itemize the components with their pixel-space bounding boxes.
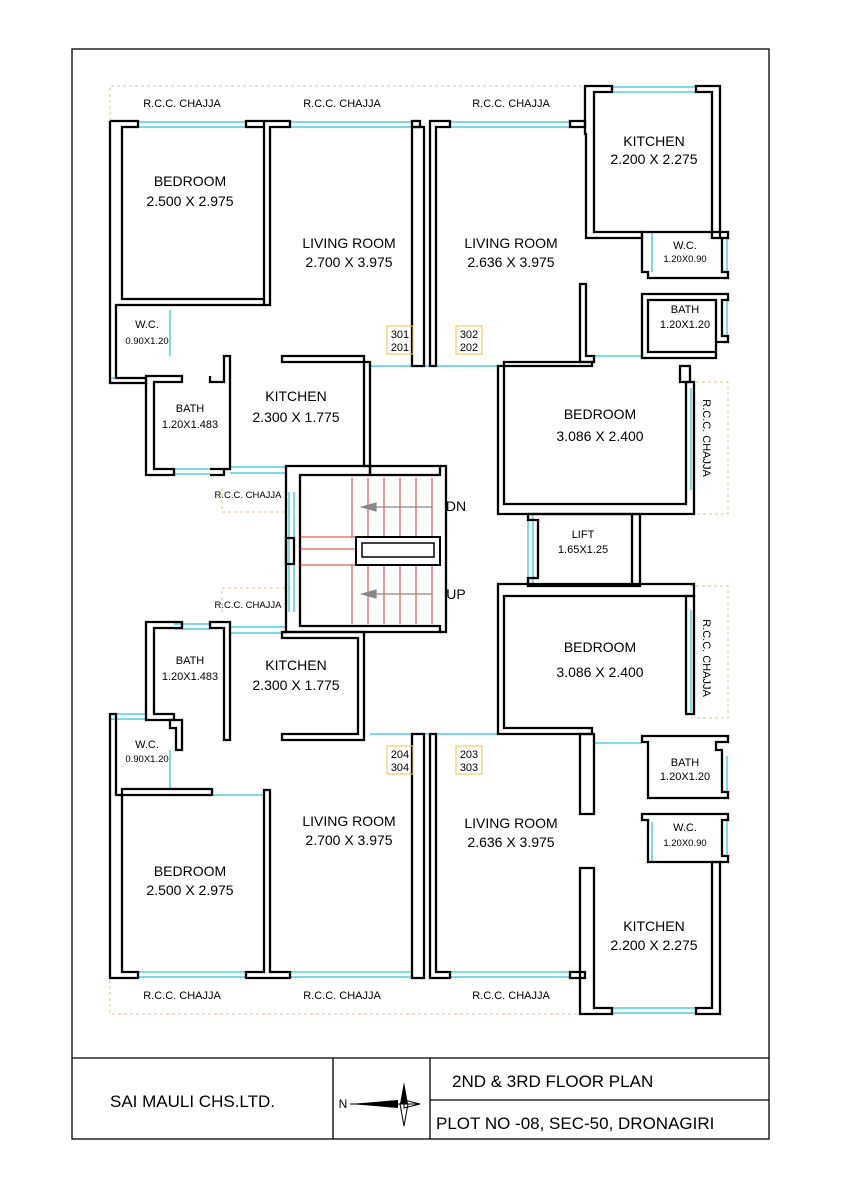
room-size: 1.20X0.90 [663,838,706,849]
chajja-label: R.C.C. CHAJJA [303,98,381,110]
room-size: 3.086 X 2.400 [556,428,643,444]
room-size: 2.700 X 3.975 [305,832,392,848]
north-label: N [339,1097,348,1111]
room-size: 0.90X1.20 [125,754,168,765]
room-name: BEDROOM [154,173,226,189]
room-size: 2.636 X 3.975 [467,834,554,850]
room-size: 1.20X1.20 [660,771,710,783]
room-name: LIFT [572,529,595,541]
room-name: LIVING ROOM [464,235,557,251]
room-name: KITCHEN [265,657,326,673]
flat-number-tags [386,325,483,775]
room-name: W.C. [673,240,697,252]
plot-info: PLOT NO -08, SEC-50, DRONAGIRI [436,1114,714,1133]
stair-up-label: UP [446,586,465,602]
flat-number: 302 [460,329,478,341]
room-size: 2.500 X 2.975 [146,193,233,209]
chajja-label: R.C.C. CHAJJA [472,990,550,1002]
room-size: 1.20X0.90 [663,254,706,265]
room-size: 2.300 X 1.775 [252,677,339,693]
staircase [300,478,441,624]
room-name: LIVING ROOM [302,235,395,251]
flat-number: 303 [460,762,478,774]
room-name: LIVING ROOM [302,813,395,829]
flat-number: 304 [391,762,409,774]
room-size: 1.20X1.483 [162,671,218,683]
room-name: KITCHEN [265,388,326,404]
room-name: KITCHEN [623,918,684,934]
walls [108,84,730,1016]
plan-title: 2ND & 3RD FLOOR PLAN [452,1072,653,1091]
flat-number: 301 [391,329,409,341]
flat-number: 202 [460,342,478,354]
stair-down-label: DN [446,498,466,514]
room-name: BATH [176,403,205,415]
room-name: BATH [671,757,700,769]
room-name: KITCHEN [623,133,684,149]
chajja-label: R.C.C. CHAJJA [214,600,282,611]
chajja-label: R.C.C. CHAJJA [700,619,712,697]
society-name: SAI MAULI CHS.LTD. [110,1092,275,1111]
room-size: 1.20X1.483 [162,419,218,431]
room-name: W.C. [673,822,697,834]
flat-number: 204 [391,749,409,761]
room-size: 1.65X1.25 [558,544,608,556]
room-size: 3.086 X 2.400 [556,664,643,680]
room-name: BEDROOM [564,639,636,655]
flat-number: 203 [460,749,478,761]
room-name: BATH [176,655,205,667]
room-name: W.C. [135,319,159,331]
chajja-label: R.C.C. CHAJJA [472,98,550,110]
room-size: 1.20X1.20 [660,319,710,331]
room-size: 2.700 X 3.975 [305,254,392,270]
room-name: BEDROOM [564,406,636,422]
chajja-outlines [109,85,729,1015]
chajja-label: R.C.C. CHAJJA [303,990,381,1002]
room-size: 2.200 X 2.275 [610,151,697,167]
chajja-label: R.C.C. CHAJJA [143,990,221,1002]
room-size: 2.300 X 1.775 [252,409,339,425]
room-name: LIVING ROOM [464,815,557,831]
chajja-label: R.C.C. CHAJJA [700,399,712,477]
room-size: 0.90X1.20 [125,336,168,347]
flat-number: 201 [391,342,409,354]
room-size: 2.636 X 3.975 [467,254,554,270]
room-name: BATH [671,304,700,316]
room-size: 2.500 X 2.975 [146,882,233,898]
chajja-label: R.C.C. CHAJJA [214,490,282,501]
room-size: 2.200 X 2.275 [610,937,697,953]
sheet-border [71,48,770,1140]
room-name: W.C. [135,739,159,751]
chajja-label: R.C.C. CHAJJA [143,98,221,110]
room-name: BEDROOM [154,863,226,879]
north-arrow-icon: N [339,1082,421,1127]
